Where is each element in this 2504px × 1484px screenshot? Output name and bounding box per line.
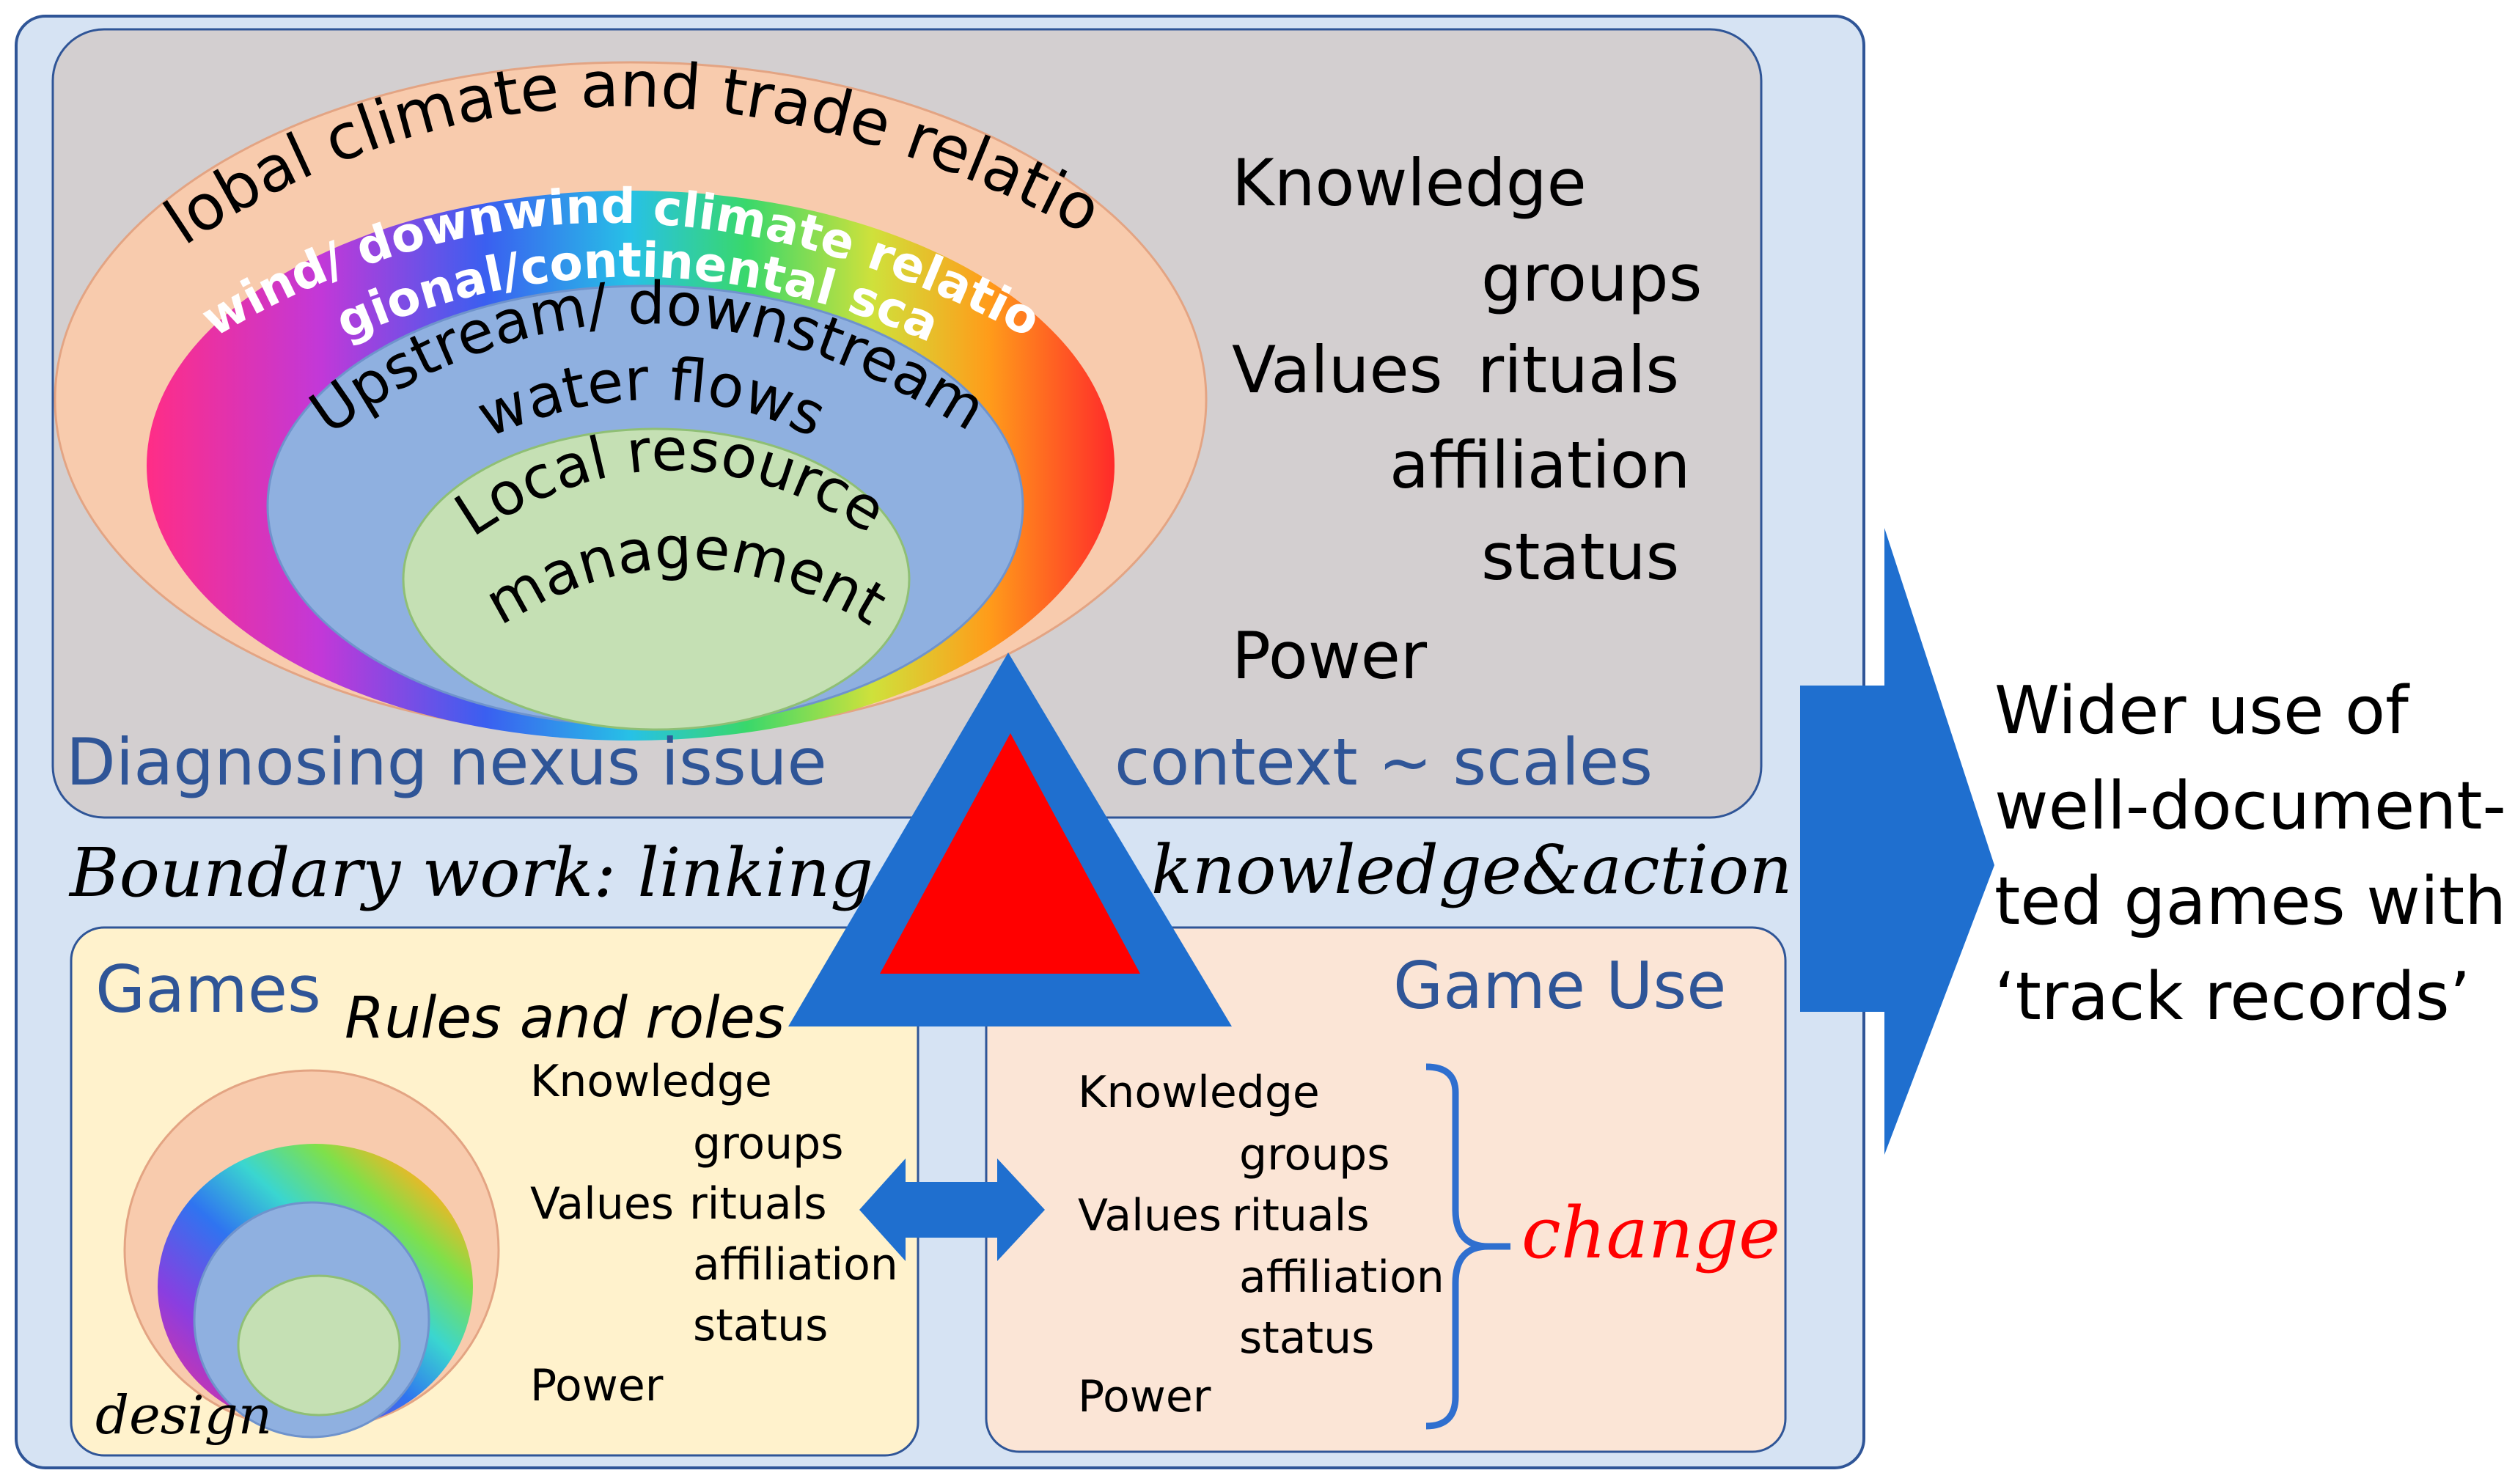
outcome-line-4: ‘track records’ <box>1994 958 2470 1035</box>
boundary-work-right: knowledge&action <box>1151 831 1793 909</box>
games-knowledge: Knowledge <box>530 1056 772 1107</box>
game-use-words: Knowledge groups Values rituals affiliat… <box>1078 1067 1444 1422</box>
red-triangle <box>880 733 1140 974</box>
context-knowledge: Knowledge <box>1232 145 1587 221</box>
gameuse-rituals: rituals <box>1232 1190 1370 1241</box>
design-label: design <box>95 1384 272 1446</box>
games-power: Power <box>530 1360 664 1411</box>
mini-local-ellipse <box>237 1274 401 1417</box>
outcome-line-2: well-document- <box>1994 768 2504 845</box>
gameuse-status: status <box>1239 1312 1374 1364</box>
gameuse-groups: groups <box>1239 1129 1390 1180</box>
gameuse-power: Power <box>1078 1371 1211 1422</box>
context-words: Knowledge groups Values rituals affiliat… <box>1232 145 1702 694</box>
boundary-work-left: Boundary work: linking <box>68 834 873 912</box>
games-title: Games <box>95 952 321 1027</box>
local-scale-ellipse <box>402 427 911 731</box>
games-mini-scales <box>123 1069 500 1439</box>
change-label: change <box>1521 1192 1780 1274</box>
context-status: status <box>1481 519 1679 595</box>
outcome-line-3: ted games with <box>1994 863 2504 940</box>
triangle-icon <box>788 653 1232 1026</box>
gameuse-knowledge: Knowledge <box>1078 1067 1320 1118</box>
games-rituals: rituals <box>689 1178 827 1230</box>
rules-roles-label: Rules and roles <box>345 985 785 1051</box>
gameuse-values: Values <box>1078 1190 1222 1241</box>
games-values: Values <box>530 1178 674 1230</box>
context-affiliation: affiliation <box>1389 427 1690 503</box>
diagnosing-label: Diagnosing nexus issue <box>66 724 827 800</box>
context-power: Power <box>1232 618 1428 694</box>
games-status: status <box>693 1300 828 1351</box>
games-affiliation: affiliation <box>693 1239 898 1290</box>
double-headed-arrow-icon <box>859 1158 1045 1261</box>
context-groups: groups <box>1481 240 1702 316</box>
outcome-line-1: Wider use of <box>1994 672 2410 749</box>
game-use-title: Game Use <box>1393 948 1726 1024</box>
gameuse-affiliation: affiliation <box>1239 1252 1444 1303</box>
big-right-arrow-icon <box>1800 528 1994 1155</box>
games-groups: groups <box>693 1118 844 1169</box>
outcome-text: Wider use of well-document- ted games wi… <box>1994 672 2504 1035</box>
context-values: Values <box>1232 332 1443 408</box>
games-words: Knowledge groups Values rituals affiliat… <box>530 1056 898 1411</box>
context-rituals: rituals <box>1477 332 1679 408</box>
context-scales-label: context ~ scales <box>1115 724 1653 800</box>
